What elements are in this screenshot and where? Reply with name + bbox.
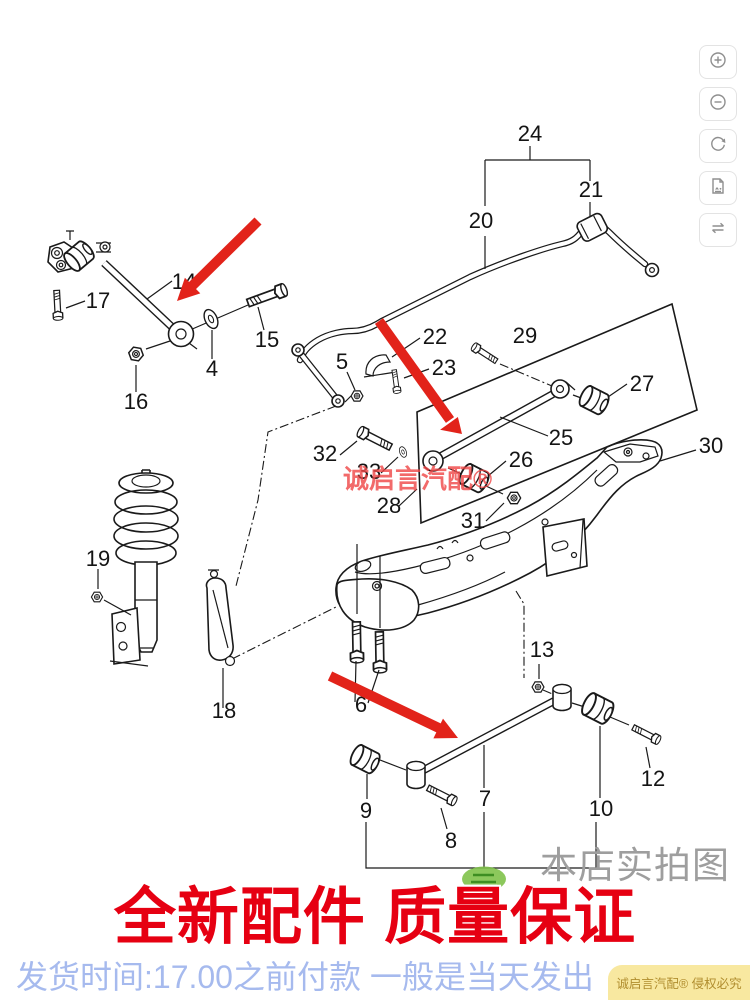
- stabilizer-link-18: [205, 569, 236, 667]
- thumbnail-button[interactable]: [699, 171, 737, 205]
- leader-19: [103, 599, 132, 616]
- part-label-23: 23: [432, 355, 456, 380]
- part-label-6: 6: [355, 692, 367, 717]
- bolt-15: [244, 281, 290, 311]
- zoom-out-button[interactable]: [699, 87, 737, 121]
- rotate-icon: [708, 134, 728, 159]
- rotate-button[interactable]: [699, 129, 737, 163]
- part-label-8: 8: [445, 828, 457, 853]
- nut-5: [350, 390, 364, 402]
- part-label-20: 20: [469, 208, 493, 233]
- part-label-5: 5: [336, 349, 348, 374]
- bushing-10: [578, 690, 618, 727]
- part-label-25: 25: [549, 425, 573, 450]
- part-label-32: 32: [313, 441, 337, 466]
- part-label-4: 4: [206, 356, 218, 381]
- nut-16: [126, 345, 146, 363]
- part-label-31: 31: [461, 508, 485, 533]
- part-label-29: 29: [513, 323, 537, 348]
- part-label-17: 17: [86, 288, 110, 313]
- nut-31: [506, 491, 522, 505]
- washer-33: [397, 445, 409, 459]
- bolt-29: [469, 341, 500, 366]
- shipping-note: 发货时间:17.00之前付款 一般是当天发出: [16, 959, 594, 995]
- nut-19: [90, 591, 104, 603]
- lateral-rod-7: [379, 683, 630, 790]
- compare-button[interactable]: [699, 213, 737, 247]
- part-label-22: 22: [423, 324, 447, 349]
- bracket-24-leaders: [484, 146, 591, 269]
- bolt-32: [354, 424, 395, 454]
- stabilizer-end-link: [291, 343, 352, 408]
- nut-13: [531, 681, 545, 693]
- strut-assembly: [109, 469, 179, 667]
- part-label-9: 9: [360, 798, 372, 823]
- zoom-in-button[interactable]: [699, 45, 737, 79]
- zoom-out-icon: [708, 92, 728, 117]
- track-rod-14: [47, 230, 249, 350]
- red-arrow-2: [374, 318, 462, 434]
- red-arrow-1: [177, 217, 262, 301]
- part-label-13: 13: [530, 637, 554, 662]
- thumbnail-icon: [708, 176, 728, 201]
- part-label-33: 33: [357, 459, 381, 484]
- zoom-in-icon: [708, 50, 728, 75]
- stabilizer-bar: [296, 221, 660, 364]
- part-label-19: 19: [86, 546, 110, 571]
- bolt-12: [630, 722, 663, 746]
- washer-4: [200, 306, 222, 332]
- part-label-18: 18: [212, 698, 236, 723]
- part-label-30: 30: [699, 433, 723, 458]
- center-watermark: 诚启言汽配®: [343, 464, 492, 494]
- part-label-10: 10: [589, 796, 613, 821]
- part-label-28: 28: [377, 493, 401, 518]
- part-label-24: 24: [518, 121, 542, 146]
- stabilizer-clamp: [576, 212, 609, 242]
- part-label-16: 16: [124, 389, 148, 414]
- part-label-7: 7: [479, 786, 491, 811]
- part-label-26: 26: [509, 447, 533, 472]
- bolt-6b: [371, 630, 388, 674]
- bolt-6a: [348, 620, 365, 664]
- bolt-23: [389, 368, 402, 395]
- compare-icon: [708, 218, 728, 243]
- part-label-12: 12: [641, 766, 665, 791]
- bolt-8: [424, 782, 459, 808]
- bushing-27: [576, 383, 613, 418]
- green-highlight: [462, 866, 506, 892]
- bolt-17: [51, 289, 64, 322]
- brand-badge: 诚启言汽配® 侵权必究: [608, 965, 750, 1000]
- image-viewer-toolbar: [699, 45, 737, 247]
- bushing-9: [347, 742, 384, 777]
- promo-headline: 全新配件 质量保证: [113, 883, 637, 952]
- bolt-axis-lines: [356, 544, 381, 628]
- part-label-21: 21: [579, 177, 603, 202]
- part-label-15: 15: [255, 327, 279, 352]
- photo-note-text: 本店实拍图: [540, 845, 730, 886]
- red-arrow-3: [327, 671, 458, 739]
- part-group-box: [416, 302, 698, 525]
- lateral-rod-25: [422, 379, 585, 495]
- part-label-27: 27: [630, 371, 654, 396]
- bushing-clamp-22: [363, 354, 397, 378]
